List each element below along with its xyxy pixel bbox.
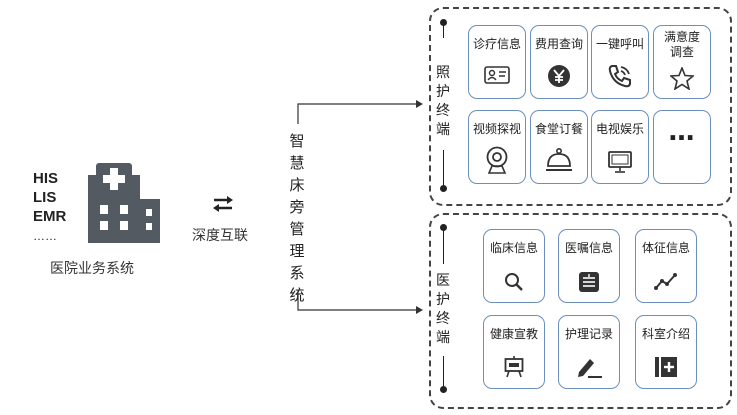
trend-line-icon <box>654 273 677 290</box>
card-one-key-call[interactable]: 一键呼叫 <box>591 25 649 99</box>
card-nursing-record[interactable]: 护理记录 <box>558 315 620 389</box>
system-title: 智 慧 床 旁 管 理 系 统 <box>289 132 305 304</box>
link-label: 深度互联 <box>192 228 248 244</box>
connector-bracket <box>297 100 423 314</box>
phone-call-icon <box>608 65 631 88</box>
hospital-building-icon <box>88 163 160 243</box>
medical-terminal-panel <box>429 213 732 409</box>
system-his: HIS <box>33 170 59 187</box>
care-terminal-label: 照 护 终 端 <box>436 65 450 138</box>
card-medical-order-info[interactable]: 医嘱信息 <box>558 229 620 303</box>
card-canteen-order[interactable]: 食堂订餐 <box>530 110 588 184</box>
search-icon <box>505 273 523 291</box>
hospital-caption: 医院业务系统 <box>50 261 134 277</box>
more-icon: … <box>668 117 696 147</box>
system-lis: LIS <box>33 189 57 206</box>
medical-terminal-dot <box>440 224 447 231</box>
system-more: …… <box>33 229 57 243</box>
tv-icon <box>608 151 632 173</box>
card-tv-entertainment[interactable]: 电视娱乐 <box>591 110 649 184</box>
care-terminal-dot <box>440 19 447 26</box>
card-fee-query[interactable]: 费用查询 <box>530 25 588 99</box>
card-vital-signs-info[interactable]: 体征信息 <box>635 229 697 303</box>
medical-terminal-label: 医 护 终 端 <box>436 273 450 346</box>
star-icon <box>670 67 694 90</box>
card-clinical-info[interactable]: 临床信息 <box>483 229 545 303</box>
id-card-icon <box>484 66 510 84</box>
system-emr: EMR <box>33 208 67 225</box>
bidirectional-arrow-icon <box>213 196 233 212</box>
card-department-intro[interactable]: 科室介绍 <box>635 315 697 389</box>
yen-coin-icon <box>548 65 570 87</box>
presentation-board-icon <box>504 356 524 378</box>
webcam-icon <box>486 146 508 174</box>
card-more[interactable]: … <box>653 110 711 184</box>
card-health-education[interactable]: 健康宣教 <box>483 315 545 389</box>
plus-box-icon <box>655 357 677 377</box>
card-satisfaction-survey[interactable]: 满意度调查 <box>653 25 711 99</box>
pen-write-icon <box>578 359 602 378</box>
food-cloche-icon <box>546 147 572 171</box>
card-video-visit[interactable]: 视频探视 <box>468 110 526 184</box>
order-list-icon <box>579 272 599 292</box>
care-terminal-panel <box>429 7 732 206</box>
card-diagnosis-info[interactable]: 诊疗信息 <box>468 25 526 99</box>
